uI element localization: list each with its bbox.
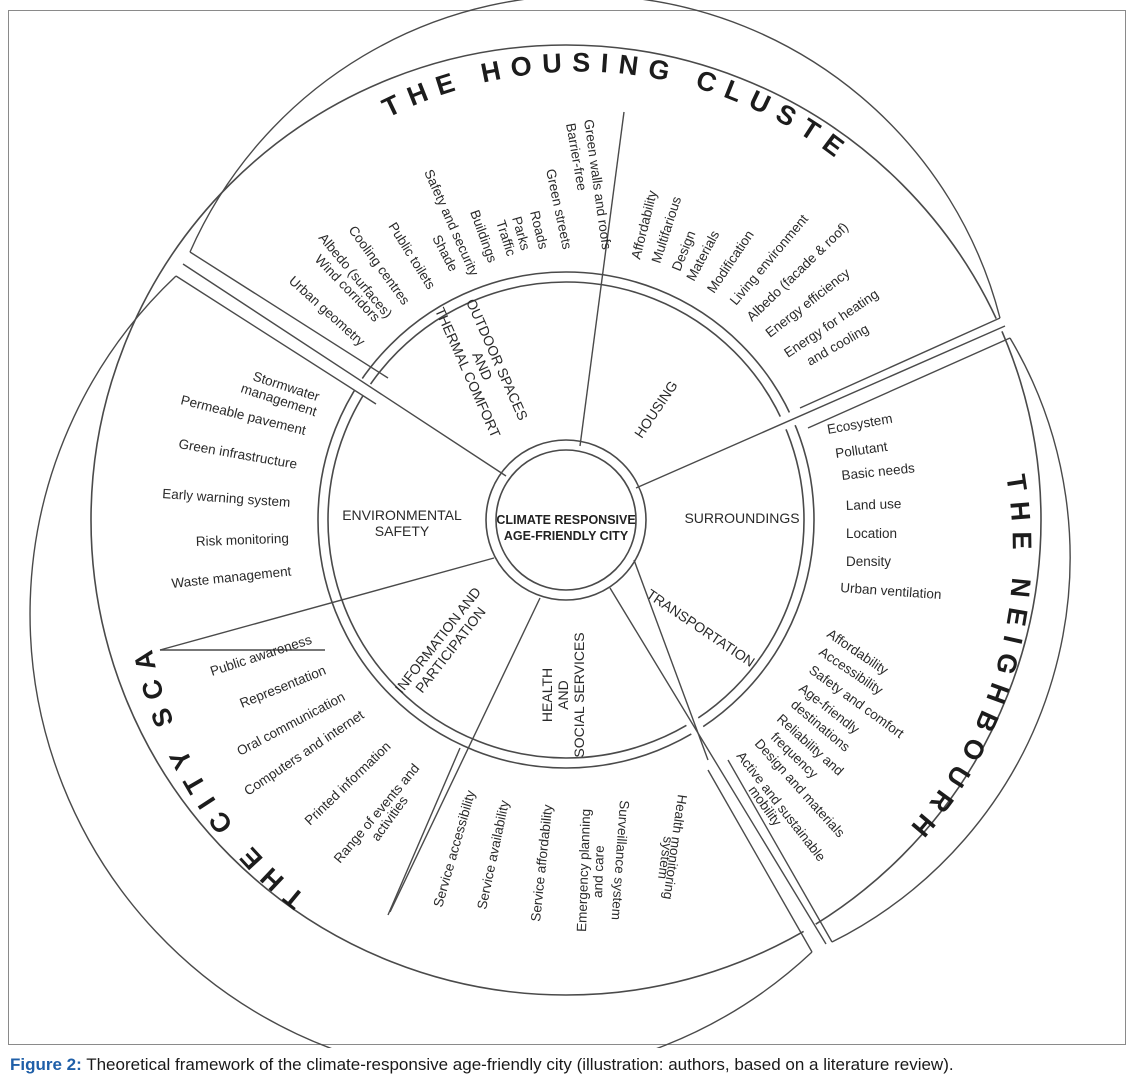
domain-health-social-services: HEALTH AND SOCIAL SERVICES xyxy=(539,632,587,757)
svg-text:AND: AND xyxy=(555,680,571,710)
item-system: system xyxy=(655,836,676,880)
svg-text:HEALTH: HEALTH xyxy=(539,668,555,722)
caption-text: Theoretical framework of the climate-res… xyxy=(81,1055,954,1074)
svg-text:ENVIRONMENTAL: ENVIRONMENTAL xyxy=(342,507,462,523)
center-circle-inner xyxy=(495,449,637,591)
svg-text:SOCIAL SERVICES: SOCIAL SERVICES xyxy=(571,632,587,757)
caption-label: Figure 2: xyxy=(10,1055,82,1074)
figure-caption: Figure 2: Theoretical framework of the c… xyxy=(10,1055,954,1075)
framework-diagram: THE HOUSING CLUSTER THE NEIGHBOURHOOD SC… xyxy=(0,0,1071,1048)
domain-spokes xyxy=(159,111,1006,945)
item-pollutant: Pollutant xyxy=(834,439,888,461)
item-location: Location xyxy=(846,526,897,541)
item-and-care: and care xyxy=(590,845,607,898)
item-risk-monitoring: Risk monitoring xyxy=(196,531,289,549)
scale-band-outlines xyxy=(29,0,1071,1048)
domain-environmental-safety: ENVIRONMENTAL SAFETY xyxy=(342,507,462,539)
item-urban-ventilation: Urban ventilation xyxy=(840,580,942,602)
center-label-line1: CLIMATE RESPONSIVE xyxy=(496,513,635,527)
domain-surroundings: SURROUNDINGS xyxy=(684,510,799,526)
item-density: Density xyxy=(846,554,891,569)
center-label-line2: AGE-FRIENDLY CITY xyxy=(504,529,629,543)
svg-text:SURROUNDINGS: SURROUNDINGS xyxy=(684,510,799,526)
item-land-use: Land use xyxy=(846,496,902,513)
item-emergency-planning: Emergency planning xyxy=(574,809,593,933)
svg-text:SAFETY: SAFETY xyxy=(375,523,430,539)
